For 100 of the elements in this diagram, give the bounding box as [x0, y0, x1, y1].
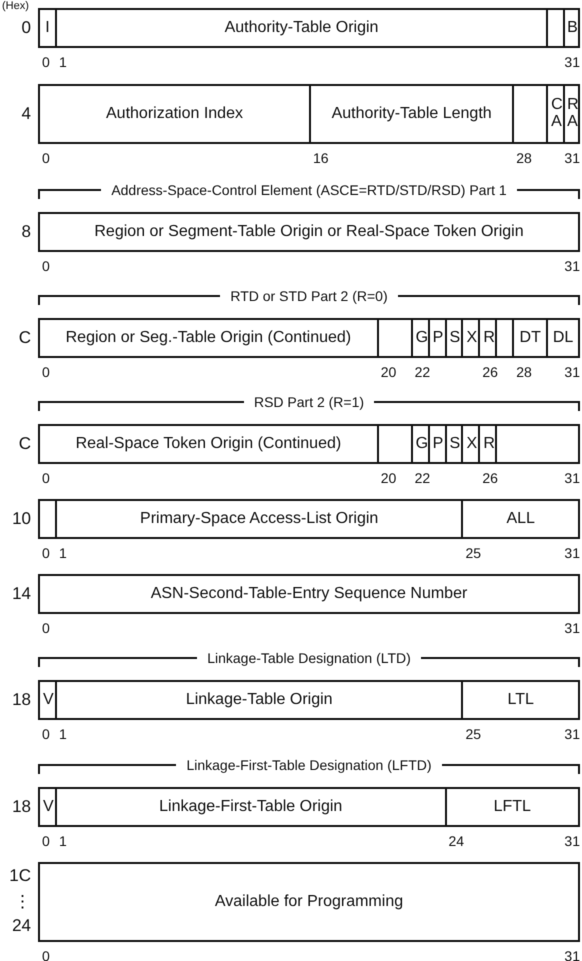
bit-number: 25: [465, 545, 482, 561]
field-name: V: [43, 692, 52, 708]
bit-field: [54, 680, 464, 720]
bit-number: 31: [564, 150, 580, 166]
bit-number: 31: [564, 364, 580, 380]
bit-number: 0: [42, 726, 50, 742]
reserved-field: [376, 424, 413, 464]
offset-label: 18: [12, 690, 31, 710]
bit-number: 26: [482, 364, 498, 380]
bit-number: 31: [564, 470, 580, 486]
bit-field: [54, 499, 464, 539]
bit-field: [546, 318, 580, 358]
field-name: P: [432, 330, 442, 346]
field-name: X: [466, 436, 476, 452]
bit-number: 31: [564, 948, 580, 961]
bracket-title: RSD Part 2 (R=1): [244, 394, 374, 410]
bit-number: 0: [42, 258, 50, 274]
bit-number: 0: [42, 545, 50, 561]
field-name: C A: [551, 97, 560, 131]
bit-number: 22: [414, 470, 430, 486]
offset-label: 10: [12, 509, 31, 529]
field-name: R: [483, 330, 492, 346]
bit-number: 0: [42, 833, 50, 849]
bit-number: 20: [380, 470, 396, 486]
bit-number: 0: [42, 620, 50, 636]
bit-field: [444, 787, 580, 827]
field-name: P: [432, 436, 442, 452]
offset-label: C: [18, 328, 31, 348]
field-name: Primary-Space Access-List Origin: [140, 510, 378, 528]
bit-number: 31: [564, 726, 580, 742]
bracket-title: Linkage-First-Table Designation (LFTD): [176, 757, 442, 773]
offset-label: 1C: [9, 866, 31, 886]
field-name: V: [43, 798, 52, 816]
bit-field: [461, 680, 580, 720]
bit-field: [309, 84, 514, 144]
field-name: LTL: [508, 692, 534, 708]
bit-number: 1: [58, 545, 67, 561]
bit-field: [38, 212, 580, 252]
bit-field: [38, 862, 580, 942]
bit-number: 31: [564, 54, 580, 70]
offset-label: 8: [22, 222, 31, 242]
field-name: Region or Seg.-Table Origin (Continued): [66, 330, 352, 346]
bit-number: 1: [58, 54, 67, 70]
bit-field: [563, 84, 580, 144]
bit-field: [38, 84, 311, 144]
field-name: Available for Programming: [214, 894, 404, 910]
field-name: LFTL: [494, 798, 531, 816]
bit-number: 0: [42, 54, 50, 70]
field-name: R A: [567, 97, 576, 131]
bit-number: 0: [42, 470, 50, 486]
bit-number: 0: [42, 150, 50, 166]
bracket-title: RTD or STD Part 2 (R=0): [220, 288, 398, 304]
field-name: Region or Segment-Table Origin or Real-Space Token Origin: [94, 224, 524, 240]
bit-number: 1: [58, 726, 67, 742]
bit-number: 0: [42, 948, 50, 961]
field-name: Authorization Index: [106, 106, 243, 122]
bit-field: [461, 499, 580, 539]
field-name: Real-Space Token Origin (Continued): [76, 436, 342, 452]
bit-number: 31: [564, 833, 580, 849]
field-name: Linkage-First-Table Origin: [159, 798, 342, 816]
bit-number: 31: [564, 258, 580, 274]
field-name: DL: [552, 330, 574, 346]
field-name: G: [416, 330, 425, 346]
bit-number: 20: [380, 364, 396, 380]
bit-number: 25: [465, 726, 482, 742]
reserved-field: [376, 318, 413, 358]
bit-number: 31: [564, 620, 580, 636]
offset-label: 24: [12, 916, 31, 936]
field-name: DT: [520, 330, 541, 346]
bit-number: 28: [516, 364, 532, 380]
field-name: S: [450, 330, 458, 346]
field-name: I: [44, 20, 51, 36]
offset-label: ⋮: [14, 892, 31, 912]
field-name: S: [450, 436, 458, 452]
field-name: Authority-Table Origin: [224, 20, 378, 36]
offset-label: 18: [12, 797, 31, 817]
bit-number: 0: [42, 364, 50, 380]
bit-field: [38, 574, 580, 614]
bit-number: 28: [516, 150, 532, 166]
bit-field: [38, 424, 379, 464]
field-name: R: [483, 436, 492, 452]
bit-number: 24: [448, 833, 464, 849]
bit-field: [38, 318, 379, 358]
bit-number: 1: [58, 833, 67, 849]
field-name: B: [567, 20, 576, 36]
field-name: X: [466, 330, 476, 346]
bracket-title: Linkage-Table Designation (LTD): [197, 650, 421, 666]
offset-label: 4: [22, 104, 31, 124]
offset-label: 0: [22, 18, 31, 38]
offset-label: C: [18, 434, 31, 454]
bit-number: 26: [482, 470, 498, 486]
field-name: G: [416, 436, 425, 452]
bit-number: 22: [414, 364, 430, 380]
bit-number: 31: [564, 545, 580, 561]
reserved-field: [495, 424, 580, 464]
field-name: Linkage-Table Origin: [186, 692, 333, 708]
bit-field: [54, 787, 446, 827]
bit-field: [54, 8, 548, 48]
field-name: ASN-Second-Table-Entry Sequence Number: [150, 586, 468, 602]
bit-number: 16: [313, 150, 329, 166]
